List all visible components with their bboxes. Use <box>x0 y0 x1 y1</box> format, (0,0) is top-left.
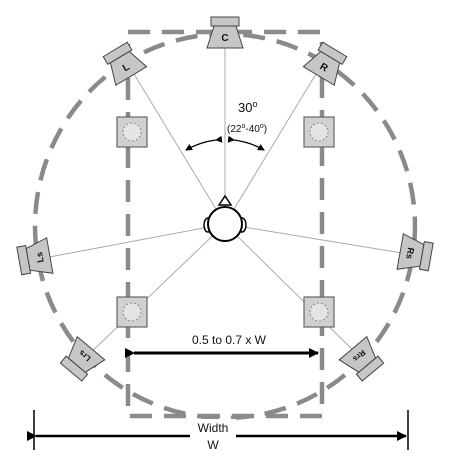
angle-range: (22o-40o) <box>227 123 267 135</box>
speaker-center: C <box>206 16 244 49</box>
angle-range-degree-1: o <box>241 123 245 130</box>
width-symbol: W <box>207 438 219 452</box>
width-label-bg <box>190 419 236 453</box>
listener-head <box>203 194 247 242</box>
acoustic-panel-bottom-left <box>116 296 148 328</box>
speaker-right-surround: Rs <box>396 233 434 272</box>
angle-range-open: (22 <box>227 124 242 135</box>
angle-label: 30o <box>238 99 257 115</box>
acoustic-panel-bottom-right <box>303 296 335 328</box>
angle-range-degree-2: o <box>260 123 264 130</box>
speaker-left-surround-label: Ls <box>34 251 46 263</box>
angle-degree: o <box>252 99 257 109</box>
acoustic-panel-top-left <box>116 116 148 148</box>
speaker-right-rear-surround: Rrs <box>338 335 385 382</box>
room-outline <box>125 29 325 419</box>
speaker-right-surround-label: Rs <box>404 247 416 260</box>
speaker-left-surround: Ls <box>16 237 54 276</box>
angle-range-close: ) <box>264 124 267 135</box>
angle-range-mid: -40 <box>245 124 260 135</box>
speaker-lines <box>43 44 409 358</box>
speaker-right: R <box>302 41 348 87</box>
angle-arc-right <box>227 135 265 151</box>
speaker-left-rear-surround: Lrs <box>59 335 106 382</box>
angle-arc-left <box>185 135 223 151</box>
width-label: Width <box>198 421 229 435</box>
speaker-left-label: L <box>121 62 132 75</box>
inner-dimension-label: 0.5 to 0.7 x W <box>192 333 267 347</box>
speaker-center-label: C <box>221 33 228 44</box>
speaker-left: L <box>102 41 148 87</box>
acoustic-panel-top-right <box>303 116 335 148</box>
angle-value: 30 <box>238 100 252 115</box>
